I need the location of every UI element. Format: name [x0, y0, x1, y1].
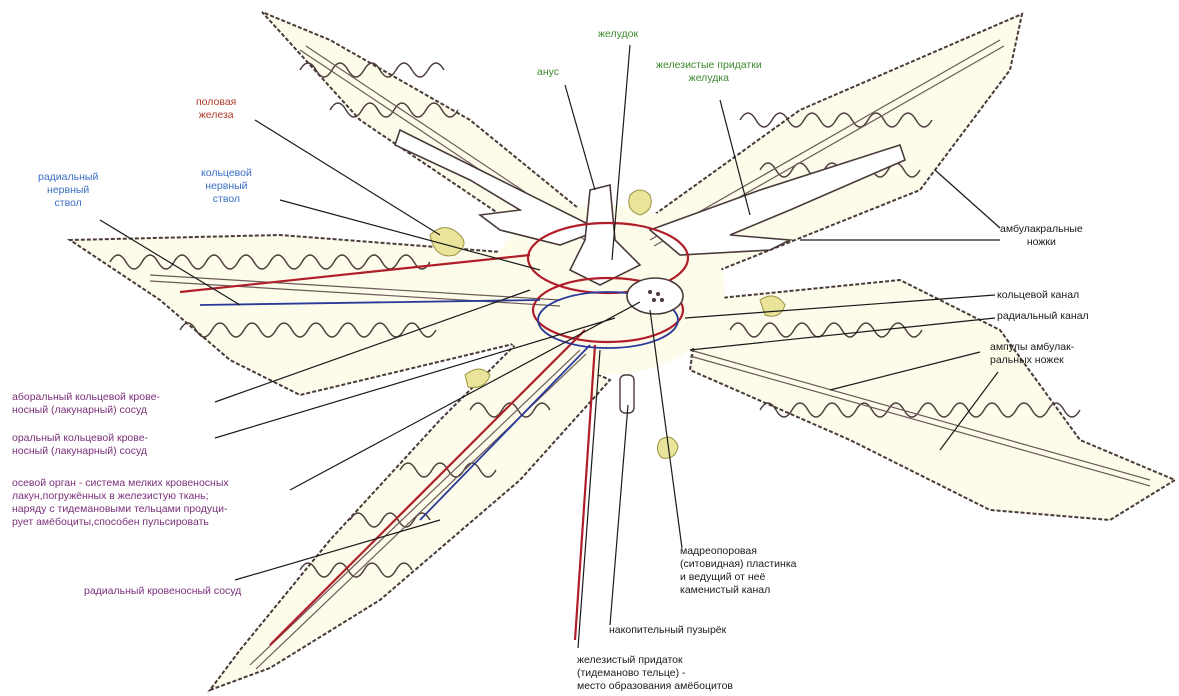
label-madreporite: мадреопоровая (ситовидная) пластинка и в… — [680, 545, 797, 597]
label-radial-canal: радиальный канал — [997, 310, 1089, 323]
label-gastric-glands: железистые придатки желудка — [656, 59, 762, 85]
label-radial-vessel: радиальный кровеносный сосуд — [84, 585, 241, 598]
label-aboral-sinus: аборальный кольцевой крове- носный (лаку… — [12, 391, 160, 417]
label-polian-vesicle: накопительный пузырёк — [609, 624, 726, 637]
arm-left — [70, 235, 540, 395]
arm-right — [690, 280, 1175, 520]
label-stomach: желудок — [598, 28, 638, 41]
label-tiedemann-body: железистый придаток (тидеманово тельце) … — [577, 654, 733, 693]
label-anus: анус — [537, 66, 559, 79]
label-tube-feet: амбулакральные ножки — [1000, 223, 1083, 249]
label-ring-canal: кольцевой канал — [997, 289, 1079, 302]
label-ampullae: ампулы амбулак- ральных ножек — [990, 341, 1074, 367]
label-axial-organ: осевой орган - система мелких кровеносны… — [12, 477, 229, 529]
label-radial-nerve: радиальный нервный ствол — [38, 171, 98, 210]
madreporite — [627, 278, 683, 314]
label-oral-sinus: оральный кольцевой крове- носный (лакуна… — [12, 432, 148, 458]
label-ring-nerve: кольцевой нервный ствол — [201, 167, 252, 206]
arm-lower — [210, 340, 610, 690]
label-gonad: половая железа — [196, 96, 236, 122]
polian-vesicle — [620, 375, 634, 413]
